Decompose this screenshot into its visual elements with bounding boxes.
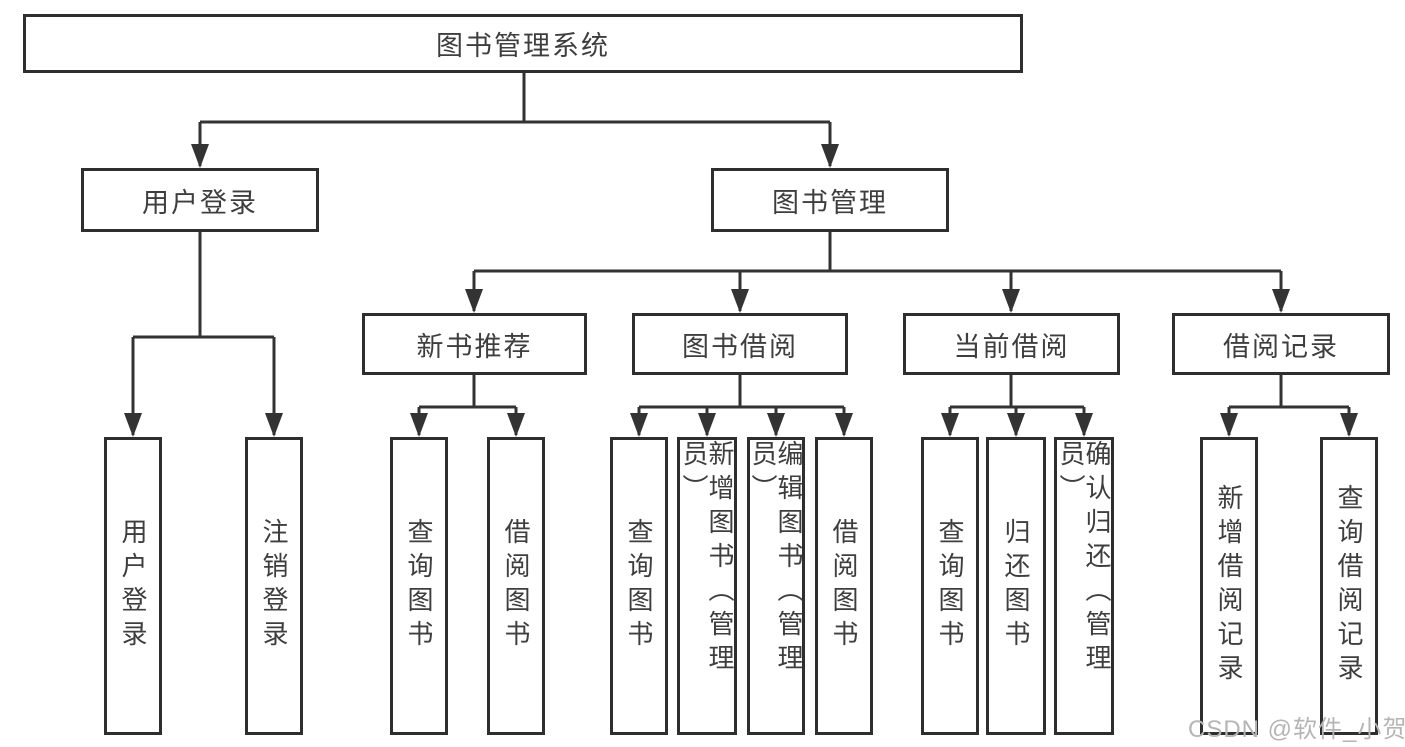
node-borrow-records: 借阅记录 <box>1172 313 1390 375</box>
leaf-return-books-label: 归还图书 <box>1001 518 1031 654</box>
node-root: 图书管理系统 <box>23 14 1023 73</box>
leaf-query-books-3: 查询图书 <box>921 437 979 735</box>
node-book-borrow: 图书借阅 <box>632 313 848 375</box>
leaf-query-borrow-record: 查询借阅记录 <box>1320 437 1378 735</box>
leaf-user-login: 用户登录 <box>104 437 162 735</box>
leaf-confirm-return-admin-label: 确认归还（管理员） <box>1056 440 1112 678</box>
node-user-login-label: 用户登录 <box>142 187 258 218</box>
leaf-edit-books-admin: 编辑图书（管理员） <box>747 437 805 735</box>
leaf-add-borrow-record-label: 新增借阅记录 <box>1214 484 1244 688</box>
leaf-add-books-admin-label: 新增图书（管理员） <box>679 440 735 678</box>
leaf-query-books-2-label: 查询图书 <box>624 518 654 654</box>
node-borrow-records-label: 借阅记录 <box>1223 331 1339 362</box>
leaf-borrow-books-2: 借阅图书 <box>815 437 873 735</box>
leaf-query-books-2: 查询图书 <box>610 437 668 735</box>
leaf-logout-label: 注销登录 <box>259 518 289 654</box>
leaf-confirm-return-admin: 确认归还（管理员） <box>1054 437 1114 735</box>
leaf-user-login-label: 用户登录 <box>118 518 148 654</box>
leaf-logout: 注销登录 <box>245 437 303 735</box>
node-current-borrow: 当前借阅 <box>903 313 1120 375</box>
watermark: CSDN @软件_小贺同学 <box>1188 716 1405 743</box>
node-root-label: 图书管理系统 <box>436 31 610 61</box>
leaf-borrow-books-1-label: 借阅图书 <box>501 518 531 654</box>
leaf-add-books-admin: 新增图书（管理员） <box>677 437 737 735</box>
arrowhead-icons <box>124 144 1358 437</box>
leaf-borrow-books-2-label: 借阅图书 <box>829 518 859 654</box>
node-current-borrow-label: 当前借阅 <box>953 331 1070 362</box>
node-book-management: 图书管理 <box>711 168 949 232</box>
leaf-add-borrow-record: 新增借阅记录 <box>1200 437 1258 735</box>
leaf-return-books: 归还图书 <box>986 437 1046 735</box>
node-book-management-label: 图书管理 <box>772 187 888 218</box>
node-book-borrow-label: 图书借阅 <box>682 331 798 362</box>
leaf-edit-books-admin-label: 编辑图书（管理员） <box>748 440 804 678</box>
leaf-borrow-books-1: 借阅图书 <box>487 437 545 735</box>
node-user-login: 用户登录 <box>81 168 319 232</box>
leaf-query-books-1: 查询图书 <box>390 437 448 735</box>
node-new-book-recommend: 新书推荐 <box>362 313 587 375</box>
node-new-book-recommend-label: 新书推荐 <box>416 331 533 362</box>
leaf-query-borrow-record-label: 查询借阅记录 <box>1334 484 1364 688</box>
leaf-query-books-1-label: 查询图书 <box>404 518 434 654</box>
leaf-query-books-3-label: 查询图书 <box>935 518 965 654</box>
